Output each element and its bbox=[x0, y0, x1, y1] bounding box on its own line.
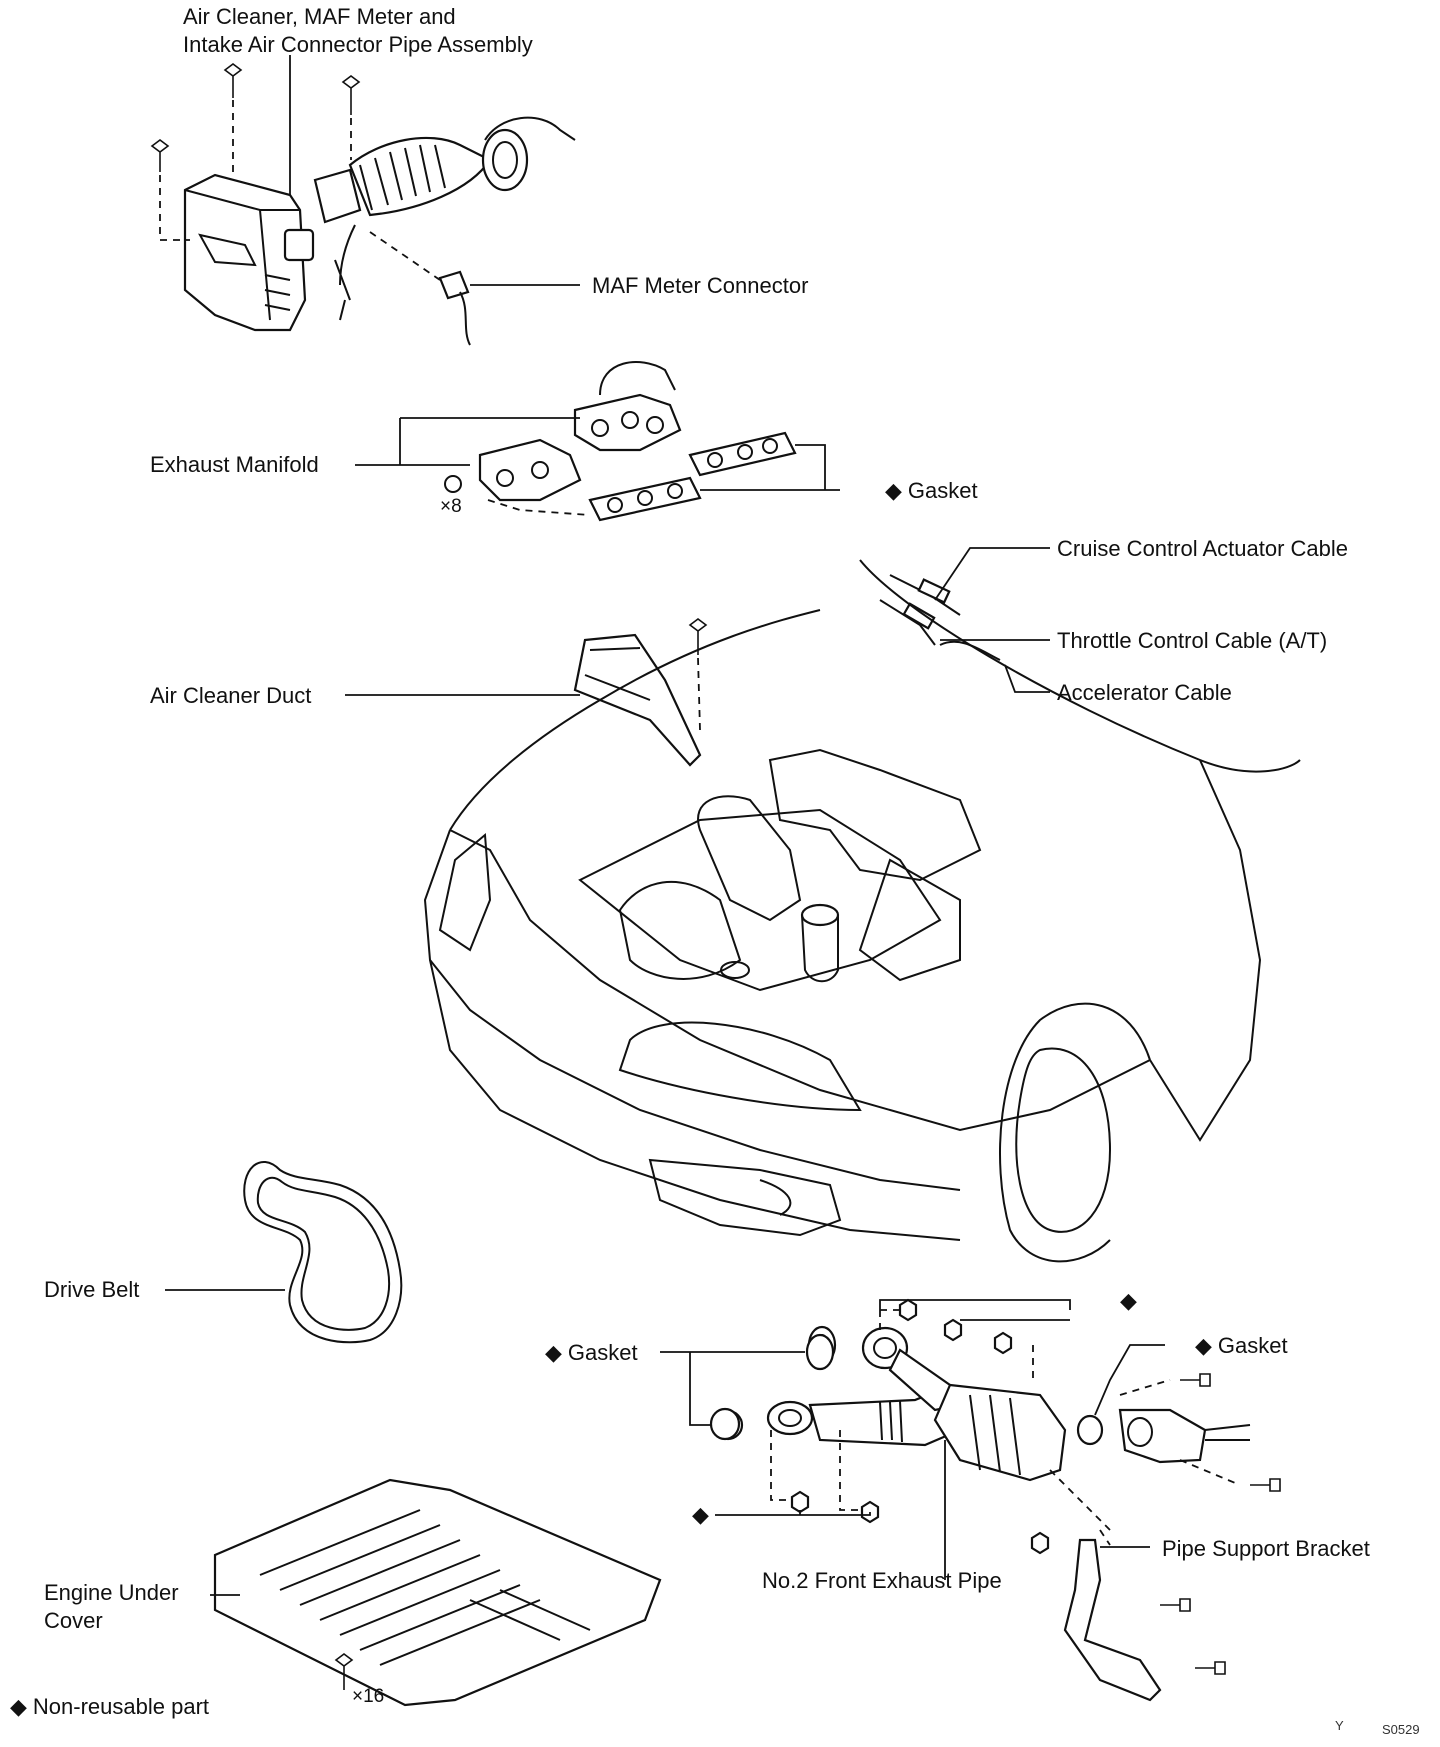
label-times-8: ×8 bbox=[440, 496, 462, 517]
label-gasket-top: ◆Gasket bbox=[885, 478, 978, 504]
label-engine-under-cover-line1: Engine Under bbox=[44, 1580, 179, 1605]
label-gasket-right: ◆Gasket bbox=[1195, 1333, 1288, 1359]
diamond-icon: ◆ bbox=[885, 478, 902, 503]
label-diamond-bottom: ◆ bbox=[692, 1502, 715, 1528]
legend-non-reusable: ◆Non-reusable part bbox=[10, 1694, 209, 1720]
label-throttle-cable: Throttle Control Cable (A/T) bbox=[1057, 628, 1328, 653]
label-pipe-support-bracket: Pipe Support Bracket bbox=[1162, 1536, 1370, 1561]
label-air-cleaner-line1: Air Cleaner, MAF Meter and bbox=[183, 4, 456, 29]
label-no2-front-exhaust: No.2 Front Exhaust Pipe bbox=[762, 1568, 1002, 1593]
label-diamond-top-right: ◆ bbox=[1120, 1288, 1143, 1314]
gasket-top-text: Gasket bbox=[907, 478, 978, 503]
label-drive-belt: Drive Belt bbox=[44, 1277, 140, 1302]
label-times-16: ×16 bbox=[352, 1686, 385, 1707]
label-cruise-cable: Cruise Control Actuator Cable bbox=[1057, 536, 1349, 561]
car-body bbox=[423, 559, 1301, 1263]
figure-code: S0529 bbox=[1382, 1722, 1420, 1737]
diamond-icon: ◆ bbox=[1195, 1333, 1212, 1358]
exhaust-pipe-assembly bbox=[660, 1298, 1281, 1702]
label-accelerator-cable: Accelerator Cable bbox=[1057, 680, 1232, 705]
label-air-cleaner-line2: Intake Air Connector Pipe Assembly bbox=[183, 32, 533, 57]
drive-belt bbox=[165, 1160, 403, 1344]
corner-code: Y bbox=[1335, 1718, 1344, 1733]
label-air-cleaner-duct: Air Cleaner Duct bbox=[150, 683, 312, 708]
diamond-icon: ◆ bbox=[545, 1340, 562, 1365]
gasket-right-text: Gasket bbox=[1217, 1333, 1288, 1358]
label-maf-connector: MAF Meter Connector bbox=[592, 273, 809, 298]
label-gasket-left: ◆Gasket bbox=[545, 1340, 638, 1366]
engine-under-cover bbox=[210, 1478, 662, 1707]
cables-group bbox=[879, 547, 1050, 693]
diamond-icon: ◆ bbox=[692, 1502, 709, 1527]
legend-text: Non-reusable part bbox=[32, 1694, 210, 1719]
exhaust-manifold-group bbox=[355, 361, 840, 522]
label-exhaust-manifold: Exhaust Manifold bbox=[150, 452, 319, 477]
label-engine-under-cover-line2: Cover bbox=[44, 1608, 103, 1633]
gasket-left-text: Gasket bbox=[567, 1340, 638, 1365]
diamond-icon: ◆ bbox=[1120, 1288, 1137, 1313]
air-cleaner-duct bbox=[345, 618, 708, 767]
diamond-icon: ◆ bbox=[10, 1694, 27, 1719]
air-cleaner-assembly bbox=[150, 55, 580, 346]
